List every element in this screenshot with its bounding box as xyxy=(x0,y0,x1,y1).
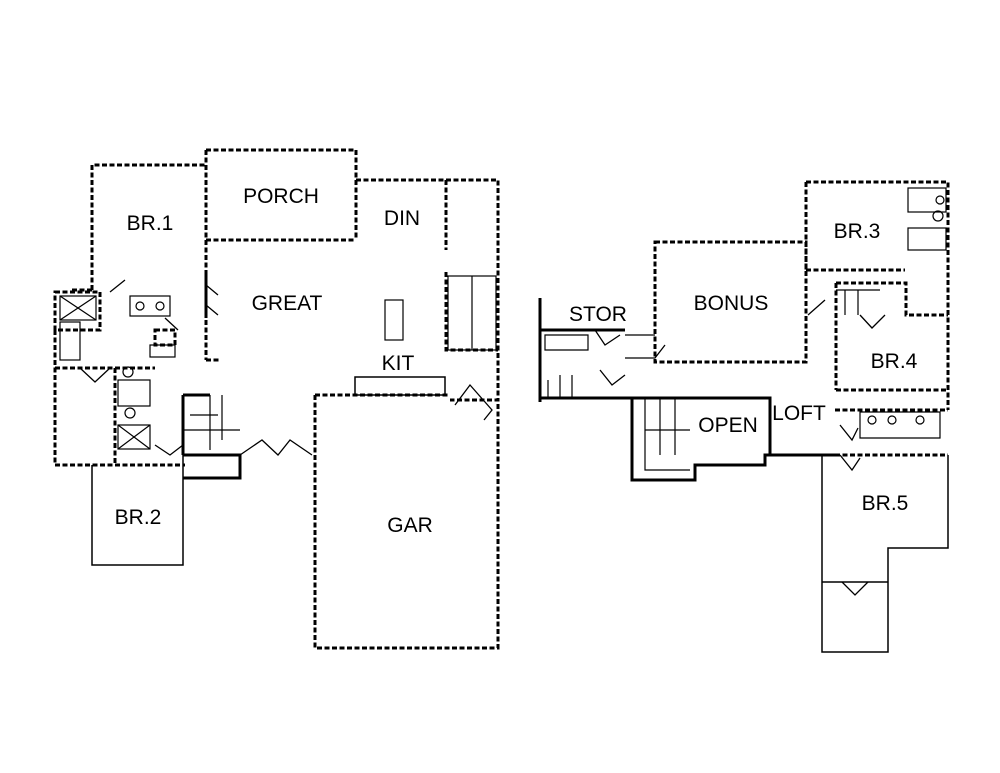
storage-door xyxy=(594,329,626,386)
vanity-fixture xyxy=(129,295,171,317)
loft-sink-2 xyxy=(887,415,897,425)
br3-walls xyxy=(804,180,950,410)
loft-sink-1 xyxy=(867,415,877,425)
br3-sink xyxy=(932,210,944,222)
room-label-bonus: BONUS xyxy=(694,292,769,315)
loft-door xyxy=(839,424,861,472)
room-label-open: OPEN xyxy=(698,414,758,437)
great-door-left xyxy=(205,284,219,316)
shower-fixture-2-x2 xyxy=(117,424,151,450)
shower-fixture-x2 xyxy=(59,295,97,321)
sink-fixture-2 xyxy=(155,301,165,311)
loft-bath-fixtures xyxy=(859,411,941,439)
closet-fixture xyxy=(117,379,151,407)
toilet-fixture-2 xyxy=(124,407,136,419)
great-room-walls xyxy=(204,275,220,362)
room-label-din: DIN xyxy=(384,207,420,230)
hall-door xyxy=(154,444,184,456)
kitchen-island xyxy=(384,299,404,341)
stairs-treads xyxy=(183,395,240,450)
loft-walls xyxy=(835,408,948,457)
room-label-br3: BR.3 xyxy=(834,220,881,243)
room-label-kit: KIT xyxy=(382,352,415,375)
br3-toilet xyxy=(935,195,945,205)
loft-toilet xyxy=(915,415,925,425)
shower-fixture xyxy=(59,295,97,321)
garage-door-swing xyxy=(454,383,493,421)
great-room-door xyxy=(239,439,313,456)
br2-walls xyxy=(91,455,184,566)
room-label-br4: BR.4 xyxy=(871,350,918,373)
toilet-fixture-1 xyxy=(122,366,134,378)
room-label-stor: STOR xyxy=(569,303,627,326)
br4-door xyxy=(807,299,886,329)
tub-fixture xyxy=(59,321,81,361)
dining-walls xyxy=(356,178,500,400)
room-label-loft: LOFT xyxy=(772,402,826,425)
br3-bath-fixture-1 xyxy=(907,187,947,213)
br5-walls xyxy=(821,455,949,653)
storage-fixtures xyxy=(544,334,589,398)
room-label-br2: BR.2 xyxy=(115,506,162,529)
open-stairs xyxy=(644,398,690,471)
bonus-door xyxy=(625,334,666,359)
room-label-br1: BR.1 xyxy=(127,212,174,235)
shower-fixture-2 xyxy=(117,424,151,450)
room-label-br5: BR.5 xyxy=(862,492,909,515)
first-floor-plan: BR.1 PORCH DIN GREAT KIT BR.2 GAR xyxy=(53,148,500,650)
room-label-great: GREAT xyxy=(252,292,323,315)
room-label-porch: PORCH xyxy=(243,185,319,208)
room-label-gar: GAR xyxy=(387,514,433,537)
br1-door xyxy=(109,279,179,331)
storage-walls xyxy=(538,298,632,402)
bath-door xyxy=(79,367,111,383)
br3-bath-fixture-2 xyxy=(907,227,947,251)
stairs-walls xyxy=(181,393,242,480)
br4-closet xyxy=(836,289,880,315)
hall-cabinet xyxy=(149,344,176,358)
second-floor-plan: STOR BONUS BR.3 BR.4 OPEN LOFT BR.5 xyxy=(538,180,950,653)
sink-fixture-1 xyxy=(135,301,145,311)
br5-door xyxy=(841,581,869,596)
bath-block-walls xyxy=(53,290,185,467)
kitchen-counter xyxy=(354,376,446,396)
porch-walls xyxy=(206,148,358,242)
br4-walls xyxy=(834,281,948,392)
bonus-walls xyxy=(653,240,808,364)
open-walls xyxy=(630,396,835,482)
